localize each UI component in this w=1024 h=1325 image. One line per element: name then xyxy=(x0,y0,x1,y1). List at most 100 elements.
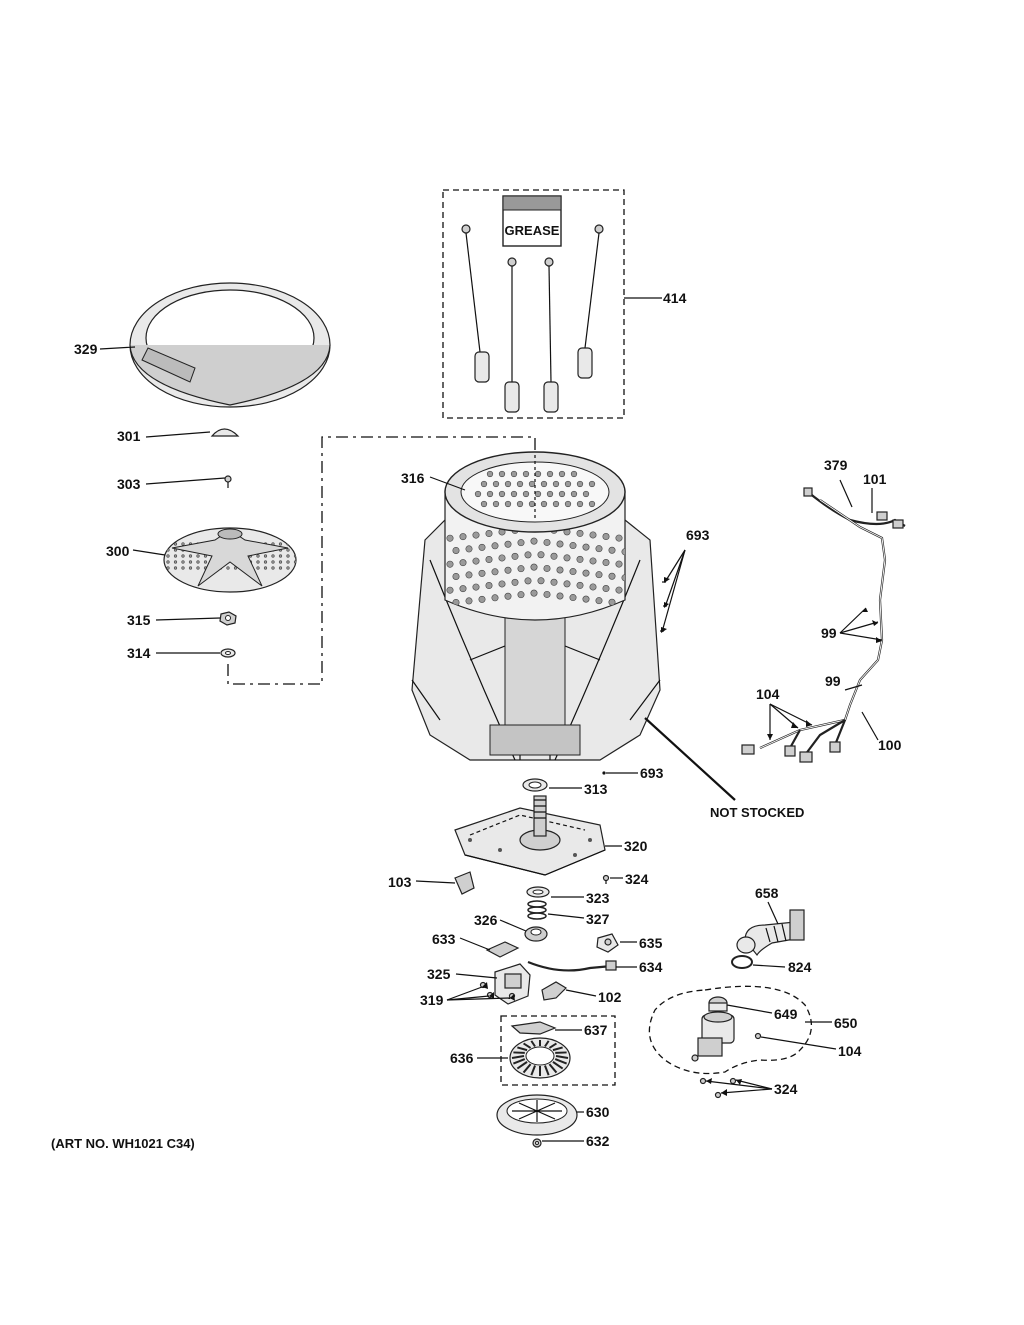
wash-plate-hole xyxy=(166,560,170,564)
basket-hole xyxy=(543,590,551,598)
basket-hole xyxy=(491,568,499,576)
basket-hole xyxy=(472,583,480,591)
label-314: 314 xyxy=(127,645,151,661)
stator-tooth xyxy=(513,1058,526,1065)
basket-floor-hole xyxy=(504,480,512,488)
label-635: 635 xyxy=(639,935,663,951)
basket-hole xyxy=(446,534,454,542)
basket-hole xyxy=(491,542,499,550)
basket-hole xyxy=(511,578,519,586)
wash-plate-hole xyxy=(286,566,290,570)
label-104-pump: 104 xyxy=(838,1043,862,1059)
wash-plate-hole xyxy=(196,566,200,570)
basket-hole xyxy=(472,557,480,565)
label-99-lower: 99 xyxy=(825,673,841,689)
basket-floor-hole xyxy=(558,470,566,478)
wash-plate-hole xyxy=(173,560,178,564)
basket-hole xyxy=(459,559,467,567)
basket-hole xyxy=(556,566,564,574)
grease-packet: GREASE xyxy=(502,195,562,247)
label-303: 303 xyxy=(117,476,141,492)
label-634: 634 xyxy=(639,959,663,975)
part-102 xyxy=(541,981,567,1001)
basket-floor-hole xyxy=(492,500,500,508)
label-650: 650 xyxy=(834,1015,858,1031)
basket-hole xyxy=(504,566,512,574)
basket-floor-hole xyxy=(570,470,578,478)
wash-plate-hole xyxy=(166,566,170,570)
label-636: 636 xyxy=(450,1050,474,1066)
basket-hole xyxy=(465,597,473,605)
wash-plate-hole xyxy=(263,566,268,570)
basket-hole xyxy=(530,537,538,545)
basket-hole xyxy=(582,543,590,551)
basket-floor-hole xyxy=(516,480,524,488)
basket-floor-hole xyxy=(564,500,572,508)
basket-hole xyxy=(589,557,597,565)
arrowheads xyxy=(482,577,882,1096)
wash-basket-part xyxy=(444,451,626,621)
basket-hole xyxy=(459,585,467,593)
label-379: 379 xyxy=(824,457,848,473)
label-323: 323 xyxy=(586,890,610,906)
part-637 xyxy=(510,1021,557,1035)
basket-hole xyxy=(595,571,603,579)
tub-seal-part xyxy=(522,778,548,792)
basket-floor-hole xyxy=(486,470,494,478)
basket-floor-hole xyxy=(540,480,548,488)
label-320: 320 xyxy=(624,838,648,854)
bracket-103-part xyxy=(454,871,475,895)
basket-hole xyxy=(589,583,597,591)
label-633: 633 xyxy=(432,931,456,947)
wash-plate-hole xyxy=(226,566,230,570)
basket-hole xyxy=(556,540,564,548)
basket-floor-hole xyxy=(492,480,500,488)
stator-tooth xyxy=(548,1042,557,1049)
basket-hole xyxy=(602,585,610,593)
basket-hole xyxy=(582,595,590,603)
basket-hole xyxy=(524,551,532,559)
basket-floor-hole xyxy=(522,490,530,498)
label-693-top: 693 xyxy=(686,527,710,543)
wash-plate-hole xyxy=(256,554,260,558)
basket-hole xyxy=(452,546,460,554)
basket-hole xyxy=(576,529,584,537)
pump-part xyxy=(691,1011,735,1062)
label-324-plate: 324 xyxy=(625,871,649,887)
wash-plate-part xyxy=(163,527,297,593)
stator-tooth xyxy=(516,1061,528,1070)
label-300: 300 xyxy=(106,543,130,559)
wash-plate-hole xyxy=(181,560,185,564)
stator-tooth xyxy=(511,1055,525,1059)
basket-floor-hole xyxy=(588,500,596,508)
basket-hole xyxy=(576,581,584,589)
clamp-824-part xyxy=(731,955,753,969)
label-324-pump: 324 xyxy=(774,1081,798,1097)
stator-tooth xyxy=(552,1046,563,1052)
basket-floor-hole xyxy=(498,470,506,478)
stator-tooth xyxy=(544,1065,550,1076)
label-100: 100 xyxy=(878,737,902,753)
basket-hole xyxy=(485,556,493,564)
basket-hole xyxy=(530,563,538,571)
wash-plate-hole xyxy=(278,554,283,558)
label-824: 824 xyxy=(788,959,812,975)
basket-hole xyxy=(550,578,558,586)
stator-tooth xyxy=(530,1040,536,1048)
basket-floor-hole xyxy=(528,500,536,508)
label-104-harness: 104 xyxy=(756,686,780,702)
basket-hole xyxy=(595,545,603,553)
basket-hole xyxy=(465,545,473,553)
wash-plate-hole xyxy=(181,554,185,558)
not-stocked-label: NOT STOCKED xyxy=(710,805,804,820)
label-99-upper: 99 xyxy=(821,625,837,641)
basket-floor-hole xyxy=(534,490,542,498)
spring-327-part xyxy=(527,900,547,920)
basket-hole xyxy=(537,551,545,559)
wash-plate-hole xyxy=(271,566,275,570)
basket-hole xyxy=(595,597,603,605)
basket-floor-hole xyxy=(516,500,524,508)
basket-floor-hole xyxy=(480,480,488,488)
stator-tooth xyxy=(554,1058,567,1065)
stator-tooth xyxy=(555,1055,569,1059)
